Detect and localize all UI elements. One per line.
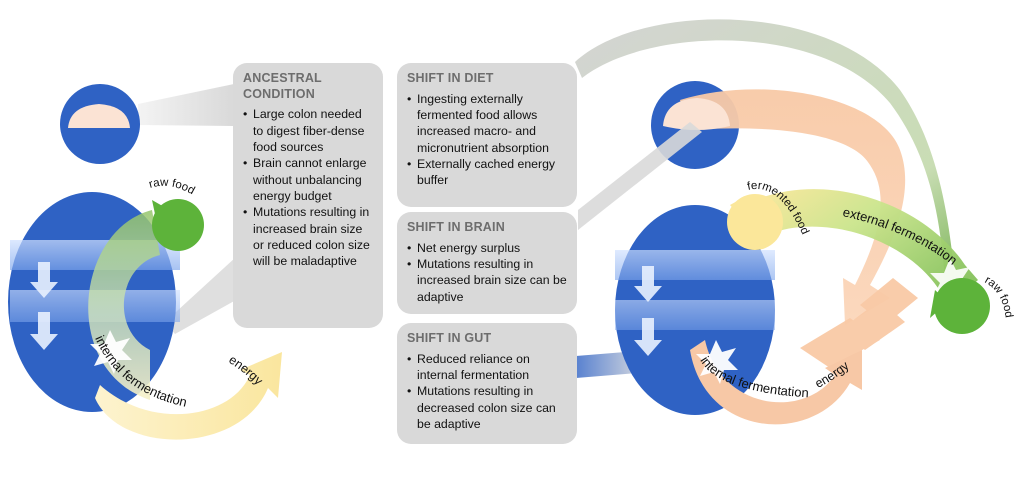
left-raw-food-arrow-tip [152, 200, 166, 228]
shift-in-diet-item: Externally cached energy buffer [407, 156, 567, 189]
shift-in-brain-list: Net energy surplus Mutations resulting i… [407, 240, 567, 305]
left-gut-callout-beam [165, 257, 236, 334]
left-raw-food [152, 199, 204, 251]
shift-in-brain-item: Net energy surplus [407, 240, 567, 257]
ancestral-condition-item: Large colon needed to digest fiber-dense… [243, 106, 373, 155]
right-gut-band-lower [615, 300, 775, 330]
left-fermentation-burst-icon [90, 330, 132, 374]
diet-to-external-arc [575, 19, 955, 282]
shift-in-brain-title: SHIFT IN BRAIN [407, 220, 505, 234]
left-gut-down-arrows [30, 262, 58, 350]
right-fermentation-burst-icon [696, 340, 738, 384]
shift-in-diet-list: Ingesting externally fermented food allo… [407, 91, 567, 189]
shift-in-gut-title: SHIFT IN GUT [407, 331, 492, 345]
shift-in-diet-item: Ingesting externally fermented food allo… [407, 91, 567, 156]
right-raw-food [934, 278, 990, 334]
svg-text:raw food: raw food [148, 177, 197, 197]
right-gut-band-upper [615, 250, 775, 280]
ancestral-condition-item: Brain cannot enlarge without unbalancing… [243, 155, 373, 204]
shift-in-diet-title: SHIFT IN DIET [407, 71, 494, 85]
right-gut-down-arrows [634, 266, 662, 356]
right-raw-food-arrow-tip [930, 290, 948, 318]
left-brain [68, 104, 130, 128]
shift-in-gut-item: Reduced reliance on internal fermentatio… [407, 351, 567, 384]
right-brain [663, 98, 730, 130]
right-internal-energy-arrow [690, 340, 862, 425]
right-peach-chevrons [800, 278, 918, 368]
ancestral-condition-item: Mutations resulting in increased brain s… [243, 204, 373, 269]
shift-in-diet-panel: SHIFT IN DIET Ingesting externally ferme… [397, 63, 577, 207]
external-fermentation-arrow [755, 189, 978, 305]
ancestral-condition-panel: ANCESTRAL CONDITION Large colon needed t… [233, 63, 383, 328]
left-raw-food-label: raw food [148, 177, 197, 197]
left-callout-beam [138, 84, 234, 126]
shift-in-gut-list: Reduced reliance on internal fermentatio… [407, 351, 567, 433]
derived-figure: fermented food external fermentation raw… [576, 81, 1015, 425]
shift-in-gut-panel: SHIFT IN GUT Reduced reliance on interna… [397, 323, 577, 444]
brain-callout-beam [578, 122, 702, 230]
shift-in-gut-item: Mutations resulting in decreased colon s… [407, 383, 567, 432]
ancestral-condition-list: Large colon needed to digest fiber-dense… [243, 106, 373, 269]
shift-in-brain-item: Mutations resulting in increased brain s… [407, 256, 567, 305]
left-energy-arrow [95, 352, 282, 440]
fermented-food-arrow-tip [730, 195, 748, 222]
ancestral-condition-title: ANCESTRAL CONDITION [243, 71, 322, 101]
shift-in-brain-panel: SHIFT IN BRAIN Net energy surplus Mutati… [397, 212, 577, 314]
